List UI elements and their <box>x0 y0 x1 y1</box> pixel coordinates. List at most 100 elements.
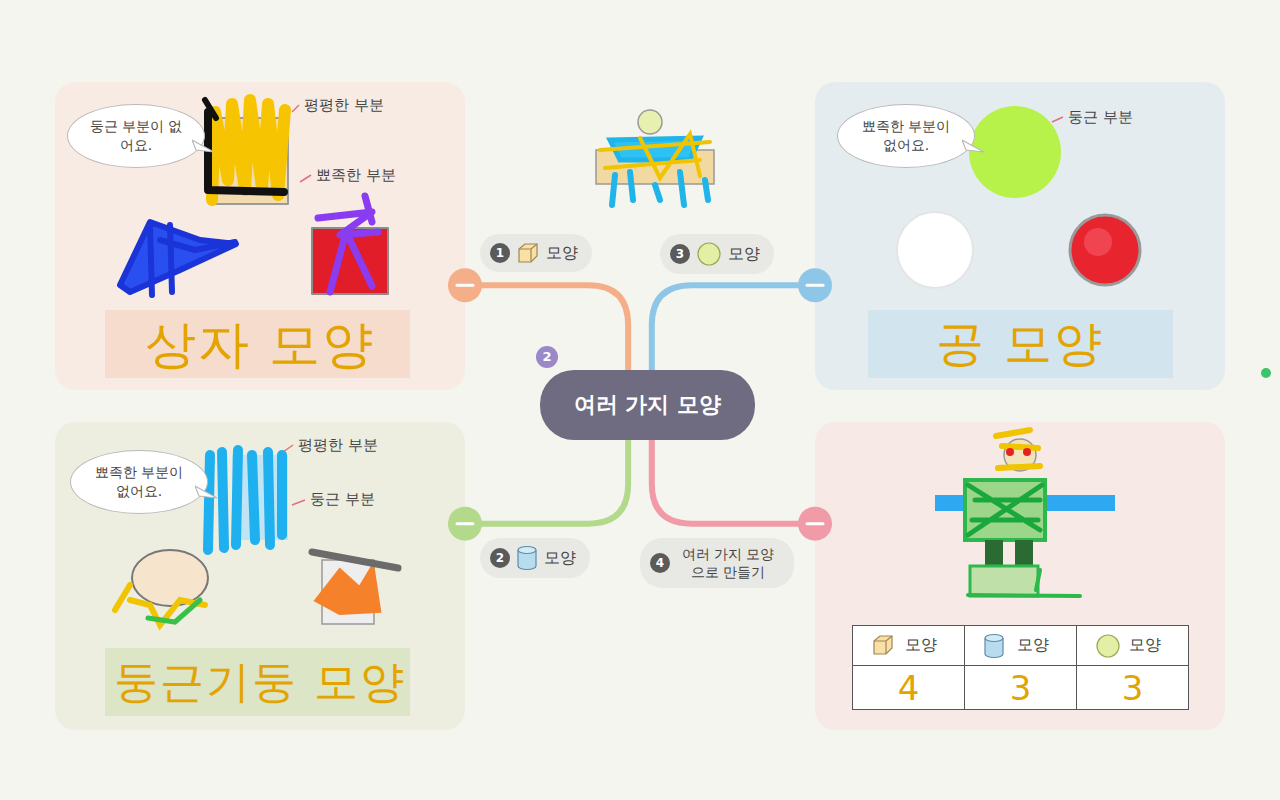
branch-text: 모양 <box>546 243 578 264</box>
central-text: 여러 가지 모양 <box>574 390 721 420</box>
green-dot <box>1261 368 1271 378</box>
table-cell: 모양 <box>853 626 965 666</box>
branch-label: 2 모양 <box>480 538 590 578</box>
topic-panel: 둥근기둥 모양뾰족한 부분이 없어요. <box>55 422 465 730</box>
speech-bubble: 뾰족한 부분이 없어요. <box>837 104 975 168</box>
cylinder-drawings-part <box>115 585 205 625</box>
panel-backgrounds-part <box>55 82 465 390</box>
bubble-text: 뾰족한 부분이 없어요. <box>95 464 183 499</box>
table-header: 모양 <box>905 635 937 654</box>
desk-drawing <box>596 110 714 205</box>
table-cell: 4 <box>853 666 965 710</box>
bubble-tail <box>192 138 216 159</box>
robot-drawing-part <box>965 480 1045 540</box>
speech-bubble: 둥근 부분이 없어요. <box>67 104 205 168</box>
bubble-tail <box>962 138 986 159</box>
part-label: 평평한 부분 <box>304 96 384 115</box>
robot-drawing <box>935 430 1115 596</box>
topic-panel: 모양모양모양433 <box>815 422 1225 730</box>
cylinder-drawings-part <box>208 450 282 550</box>
panel-backgrounds-part <box>55 422 465 730</box>
knob-dash <box>807 522 823 525</box>
panel-backgrounds-part <box>815 82 1225 390</box>
shape-icon <box>1095 633 1121 659</box>
shape-icon-part <box>516 545 538 571</box>
branch-connector <box>652 285 815 370</box>
table-cell: 3 <box>965 666 1077 710</box>
robot-drawing-part <box>1023 448 1031 456</box>
robot-drawing-part <box>968 570 1080 596</box>
count-table: 모양모양모양433 <box>852 625 1189 710</box>
handwritten-answer: 공 모양 <box>815 312 1225 376</box>
shape-icon-part <box>871 633 895 657</box>
leader-lines-part <box>1052 117 1063 122</box>
shape-icon-part-part <box>698 243 720 265</box>
knob-dash <box>457 284 473 287</box>
branch-end-knob <box>798 268 832 302</box>
leader-lines-part <box>283 445 293 452</box>
box-shape-drawings-part <box>150 225 235 295</box>
part-label: 둥근 부분 <box>310 490 375 509</box>
shape-icon-part-part <box>985 635 1003 642</box>
ball-drawings-part <box>897 212 973 288</box>
branch-label: 1 모양 <box>480 234 592 272</box>
branch-label: 3모양 <box>660 234 774 274</box>
bubble-tail-part-part <box>962 140 984 152</box>
count-value: 4 <box>898 668 920 708</box>
shape-icon-part <box>983 633 1005 659</box>
callout-number: 2 <box>490 548 510 568</box>
cylinder-drawings-part <box>318 570 378 612</box>
branch-connector-group <box>652 440 832 541</box>
box-shape-drawings-part <box>205 100 216 118</box>
table-cell: 모양 <box>965 626 1077 666</box>
leader-lines-part <box>300 175 311 182</box>
robot-drawing-part <box>996 430 1040 468</box>
panel-backgrounds <box>55 82 1225 730</box>
bubble-tail-part <box>195 484 219 500</box>
robot-drawing-part <box>970 566 1038 596</box>
bubble-text: 둥근 부분이 없어요. <box>90 118 183 153</box>
branch-text: 여러 가지 모양 으로 만들기 <box>676 545 780 581</box>
branch-text: 모양 <box>544 548 576 569</box>
shape-icon <box>983 633 1005 659</box>
table-header: 모양 <box>1129 635 1161 654</box>
branch-end-knob <box>448 507 482 541</box>
leader-lines-part <box>292 500 305 505</box>
table-row: 모양 모양 모양 <box>853 626 1189 666</box>
table-cell: 모양 <box>1077 626 1189 666</box>
bubble-tail-part <box>192 138 216 154</box>
shape-icon <box>516 241 540 265</box>
badge-number: 2 <box>536 346 558 368</box>
box-shape-drawings-part <box>208 112 284 192</box>
speech-bubble: 뾰족한 부분이 없어요. <box>70 450 208 514</box>
ball-drawings-part <box>1070 215 1140 285</box>
robot-drawing-part <box>1006 448 1014 456</box>
box-shape-drawings-part <box>318 196 378 292</box>
count-value: 3 <box>1010 668 1032 708</box>
shape-icon-part-part <box>519 244 537 262</box>
ball-drawings-part <box>1084 228 1112 256</box>
branch-connector <box>465 440 628 524</box>
branch-end-knob <box>798 507 832 541</box>
branch-text: 모양 <box>728 244 760 265</box>
desk-drawing-part <box>600 134 710 178</box>
bubble-tail-part-part <box>192 140 214 152</box>
shape-icon-part-part <box>874 636 892 654</box>
box-shape-drawings-part <box>212 100 285 200</box>
box-shape-drawings-part <box>120 222 236 292</box>
bubble-tail-part-part <box>195 486 217 498</box>
robot-drawing-part <box>968 485 1042 535</box>
count-table-body: 모양모양모양433 <box>853 626 1189 710</box>
shape-icon-part <box>1095 633 1121 659</box>
cylinder-drawings-part <box>148 600 200 622</box>
branch-connector <box>652 440 815 524</box>
knob-dash <box>457 522 473 525</box>
branch-end-knob <box>448 268 482 302</box>
table-row: 433 <box>853 666 1189 710</box>
shape-icon-part-part <box>874 636 892 654</box>
branch-label: 4여러 가지 모양 으로 만들기 <box>640 538 794 588</box>
callout-number: 1 <box>490 243 510 263</box>
knob-dash <box>807 284 823 287</box>
topic-panel: 상자 모양둥근 부분이 없어요. <box>55 82 465 390</box>
